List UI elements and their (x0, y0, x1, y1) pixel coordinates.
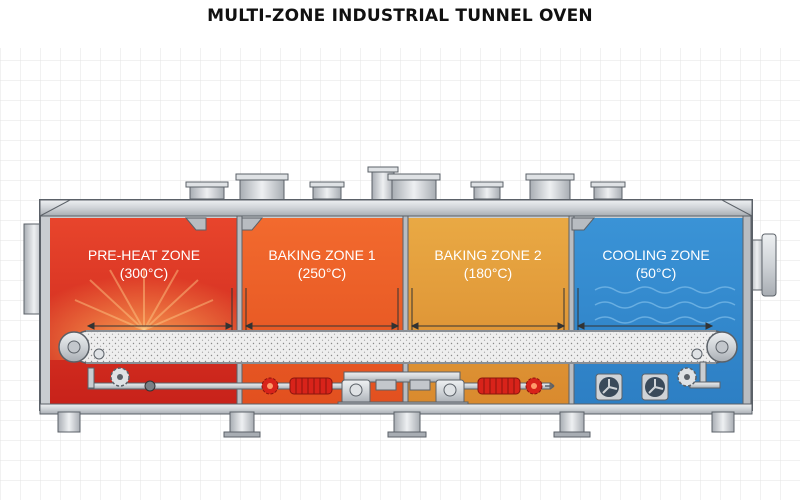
zone-label-preheat: PRE-HEAT ZONE (88, 247, 200, 263)
exhaust-port (749, 233, 777, 297)
leg-feet (223, 431, 591, 438)
arrow-icon (545, 382, 555, 390)
zone-label-cooling: COOLING ZONE (602, 247, 709, 263)
conveyor-roller-icon (93, 348, 703, 360)
zone-temp-baking-1: (250°C) (298, 265, 346, 281)
heater-coil-icon (525, 377, 543, 395)
conveyor-roller-icon (706, 331, 738, 363)
support-legs (57, 411, 735, 435)
vent-icon (309, 181, 345, 200)
heat-rays (74, 268, 214, 331)
vent-icon (235, 173, 289, 201)
sprocket-icon (677, 367, 697, 387)
sprocket-icon (110, 367, 130, 387)
cooling-waves (594, 286, 736, 324)
zone-temp-baking-2: (180°C) (464, 265, 512, 281)
diagram-title: MULTI-ZONE INDUSTRIAL TUNNEL OVEN (207, 6, 593, 26)
ceiling-brackets (184, 217, 596, 231)
vent-icon (185, 181, 229, 200)
heater-coil-icon (261, 377, 279, 395)
zone-label-baking-2: BAKING ZONE 2 (434, 247, 542, 263)
vent-group (185, 166, 626, 201)
conveyor-roller-icon (58, 331, 90, 363)
zone-length-markers (86, 288, 714, 330)
zone-temp-preheat: (300°C) (120, 265, 168, 281)
vent-icon (470, 181, 504, 200)
zone-temp-cooling: (50°C) (636, 265, 677, 281)
vent-icon (525, 173, 575, 201)
zone-cooling (573, 218, 743, 404)
conveyor-belt (71, 330, 731, 364)
heater-coil-icon (477, 377, 521, 395)
heater-coil-icon (289, 377, 333, 395)
vent-icon (590, 181, 626, 200)
fan-icon (641, 373, 669, 401)
zone-label-baking-1: BAKING ZONE 1 (268, 247, 376, 263)
valve-icon (144, 380, 156, 392)
vent-icon (387, 173, 441, 201)
fan-icon (595, 373, 623, 401)
